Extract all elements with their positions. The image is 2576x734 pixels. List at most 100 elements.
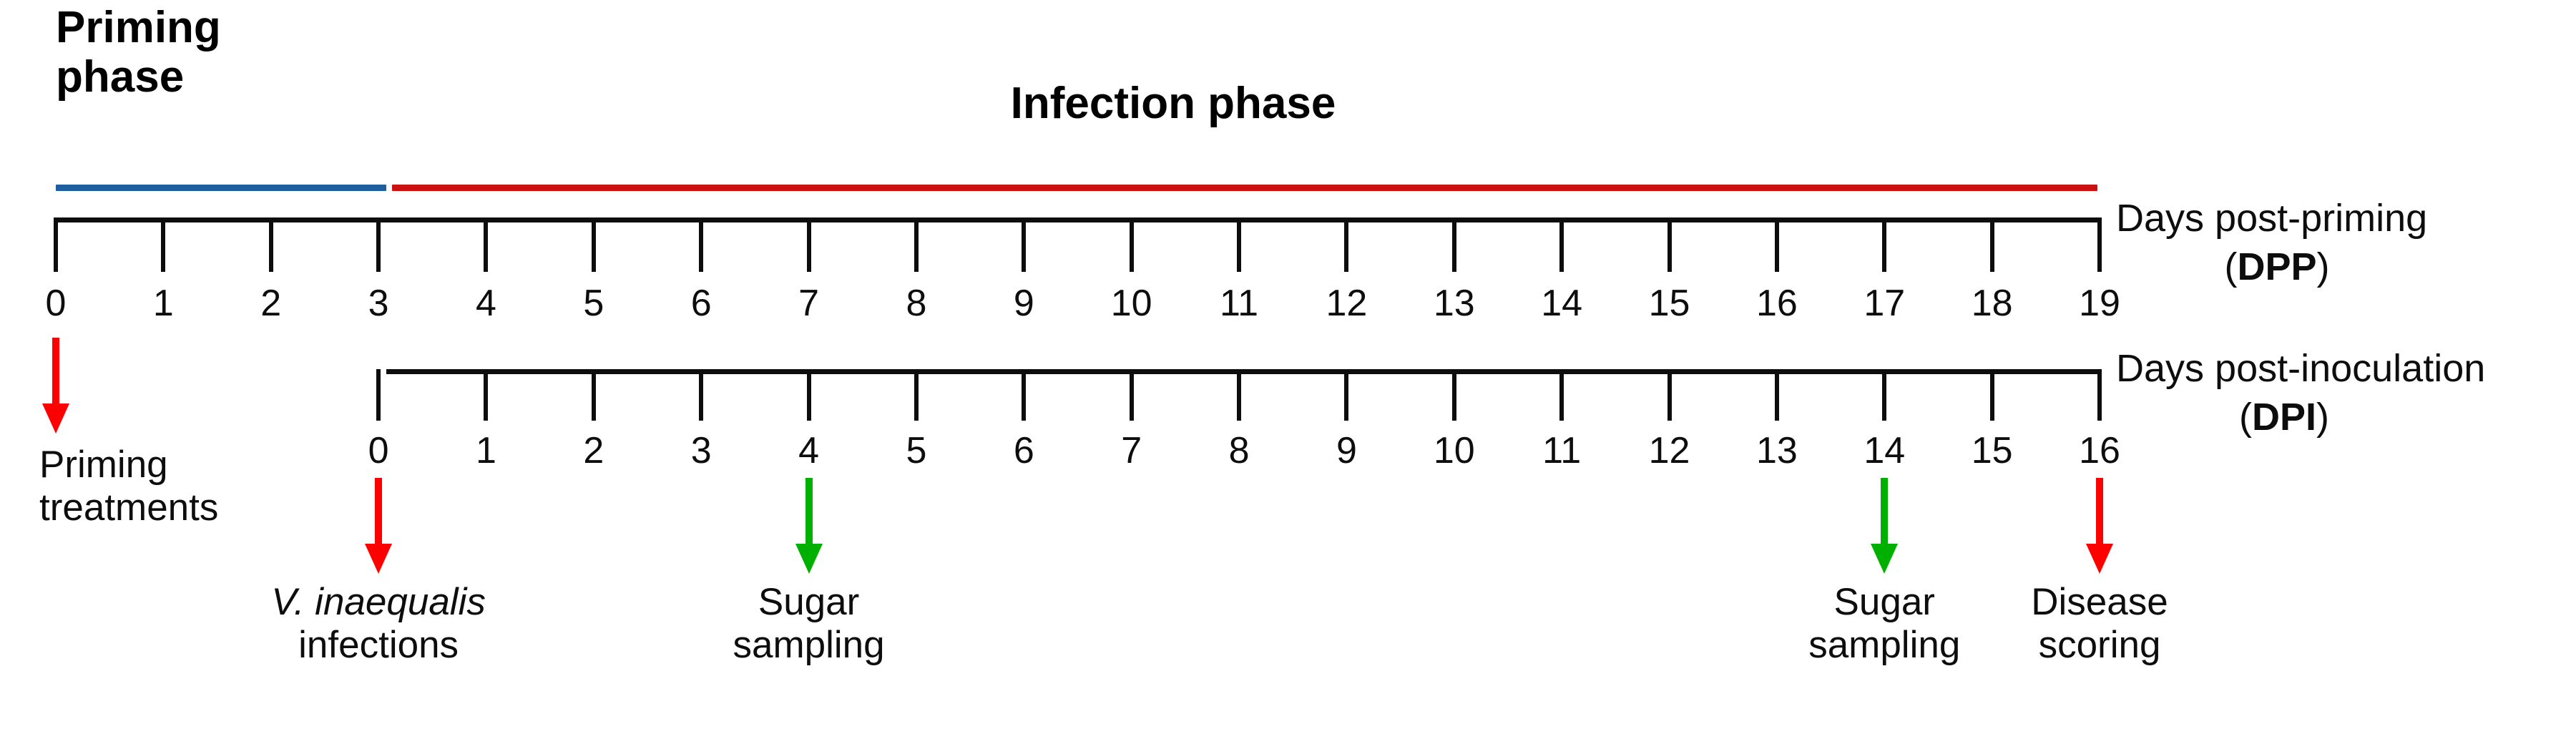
dpp-tick-19 (2097, 217, 2102, 272)
dpp-tick-14 (1559, 217, 1564, 272)
dpi-tick-label-13: 13 (1755, 430, 1798, 471)
dpp-tick-label-13: 13 (1433, 283, 1475, 324)
dpi-tick-label-0: 0 (368, 430, 389, 471)
dpi-tick-label-3: 3 (690, 430, 712, 471)
dpi-tick-label-16: 16 (2079, 430, 2120, 471)
dpi-axis-line (386, 369, 2100, 374)
dpi-tick-label-2: 2 (583, 430, 604, 471)
dpi-tick-8 (1237, 369, 1242, 421)
dpi-axis-abbreviation: (DPI) (2239, 396, 2329, 439)
dpi-tick-11 (1559, 369, 1564, 421)
dpi-axis-name: Days post-inoculation (2116, 347, 2486, 390)
dpp-tick-7 (806, 217, 811, 272)
dpi-tick-15 (1989, 369, 1994, 421)
event-label-line2: infections (298, 624, 459, 666)
dpi-tick-label-14: 14 (1864, 430, 1906, 471)
dpp-tick-label-7: 7 (798, 283, 820, 324)
infection-phase-title: Infection phase (1010, 79, 1336, 128)
dpp-tick-label-12: 12 (1326, 283, 1368, 324)
dpi-tick-label-8: 8 (1228, 430, 1250, 471)
dpp-tick-6 (699, 217, 704, 272)
arrow-head-icon (42, 403, 69, 434)
dpp-tick-8 (914, 217, 919, 272)
dpp-tick-4 (484, 217, 489, 272)
dpp-tick-label-8: 8 (906, 283, 927, 324)
dpi-tick-label-11: 11 (1542, 430, 1582, 471)
dpp-tick-11 (1237, 217, 1242, 272)
dpp-tick-15 (1667, 217, 1672, 272)
dpp-tick-label-0: 0 (45, 283, 67, 324)
dpp-tick-label-14: 14 (1541, 283, 1583, 324)
arrow-shaft-icon (1881, 478, 1889, 544)
dpp-tick-10 (1129, 217, 1134, 272)
dpp-tick-label-4: 4 (476, 283, 496, 324)
dpp-tick-label-9: 9 (1013, 283, 1034, 324)
dpp-tick-label-16: 16 (1755, 283, 1798, 324)
dpp-axis-abbreviation: (DPP) (2224, 245, 2330, 288)
dpi-tick-label-4: 4 (798, 430, 820, 471)
dpp-tick-label-6: 6 (690, 283, 712, 324)
event-label-line1: Sugar (1833, 581, 1935, 623)
dpp-tick-3 (376, 217, 381, 272)
priming-phase-bar (56, 185, 386, 191)
dpi-tick-16 (2097, 369, 2102, 421)
arrow-shaft-icon (805, 478, 813, 544)
dpi-tick-label-1: 1 (476, 430, 496, 471)
dpi-tick-0 (376, 369, 381, 421)
dpi-tick-label-6: 6 (1013, 430, 1034, 471)
dpp-tick-5 (591, 217, 596, 272)
event-label-line1: Disease (2031, 581, 2168, 623)
event-label-line2: scoring (2038, 624, 2161, 666)
dpi-tick-3 (699, 369, 704, 421)
dpp-tick-label-18: 18 (1971, 283, 2013, 324)
dpi-tick-label-15: 15 (1971, 430, 2013, 471)
dpi-tick-label-9: 9 (1336, 430, 1357, 471)
arrow-head-icon (1871, 544, 1899, 574)
dpp-tick-18 (1989, 217, 1994, 272)
arrow-head-icon (365, 544, 393, 574)
dpp-tick-label-15: 15 (1648, 283, 1690, 324)
dpp-tick-label-10: 10 (1110, 283, 1152, 324)
dpp-axis-name: Days post-priming (2116, 197, 2428, 240)
dpp-abbr-text: DPP (2237, 245, 2317, 288)
dpp-tick-2 (268, 217, 273, 272)
event-label-line1: V. inaequalis (271, 581, 486, 623)
dpp-tick-label-19: 19 (2079, 283, 2120, 324)
dpp-tick-16 (1774, 217, 1779, 272)
dpi-tick-10 (1451, 369, 1456, 421)
event-label-line2: sampling (1808, 624, 1961, 666)
arrow-head-icon (795, 544, 823, 574)
dpp-tick-9 (1022, 217, 1027, 272)
dpi-tick-7 (1129, 369, 1134, 421)
event-label-line1: Priming (39, 444, 168, 486)
dpp-tick-label-3: 3 (368, 283, 389, 324)
event-label-line2: treatments (39, 486, 219, 529)
dpp-tick-0 (54, 217, 58, 272)
dpp-tick-1 (161, 217, 166, 272)
arrow-shaft-icon (52, 338, 59, 403)
dpp-tick-label-17: 17 (1864, 283, 1906, 324)
dpi-tick-13 (1774, 369, 1779, 421)
infection-phase-bar (392, 185, 2097, 191)
dpi-tick-2 (591, 369, 596, 421)
dpp-tick-17 (1882, 217, 1887, 272)
arrow-shaft-icon (375, 478, 383, 544)
dpp-tick-label-1: 1 (152, 283, 174, 324)
priming-phase-title: Priming phase (56, 3, 221, 102)
event-label-line2: sampling (733, 624, 885, 666)
dpi-tick-label-5: 5 (906, 430, 927, 471)
dpp-tick-label-11: 11 (1220, 283, 1259, 324)
dpi-tick-label-10: 10 (1433, 430, 1475, 471)
dpi-tick-label-12: 12 (1648, 430, 1690, 471)
dpi-tick-label-7: 7 (1121, 430, 1142, 471)
dpi-tick-6 (1022, 369, 1027, 421)
dpp-tick-label-2: 2 (260, 283, 282, 324)
